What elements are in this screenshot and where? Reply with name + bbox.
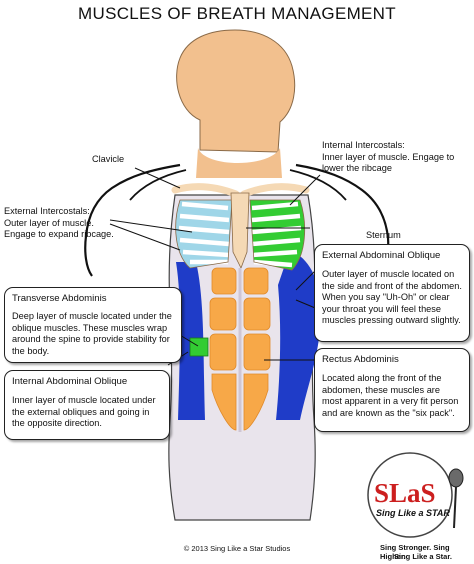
rectus-abdominis-title: Rectus Abdominis xyxy=(322,354,399,365)
copyright: © 2013 Sing Like a Star Studios xyxy=(183,544,291,553)
ribcage-left xyxy=(175,199,233,269)
logo-tagline-1: Sing Stronger. Sing Higher. xyxy=(380,543,450,561)
external-oblique-body: Outer layer of muscle located on the sid… xyxy=(322,269,462,326)
logo-tagline-2: Sing Like a Star. xyxy=(394,552,452,561)
external-oblique-title: External Abdominal Oblique xyxy=(322,250,441,261)
sternum-label: Sternum xyxy=(366,230,401,240)
transverse-abdominis-title: Transverse Abdominis xyxy=(12,293,107,304)
logo-mark: SLaS xyxy=(374,478,436,508)
external-intercostals-desc: Outer layer of muscle. Engage to expand … xyxy=(4,217,114,240)
external-oblique-box: External Abdominal Oblique Outer layer o… xyxy=(314,244,470,342)
internal-oblique-body: Inner layer of muscle located under the … xyxy=(12,395,156,429)
slas-logo xyxy=(367,452,464,538)
internal-intercostals-name: Internal Intercostals: xyxy=(322,140,405,150)
rectus-abdominis-body: Located along the front of the abdomen, … xyxy=(322,373,459,418)
oblique-right xyxy=(276,250,321,420)
transverse-abdominis-box: Transverse Abdominis Deep layer of muscl… xyxy=(4,287,182,363)
clavicle-bones xyxy=(171,183,310,198)
internal-intercostals-label: Internal Intercostals: Inner layer of mu… xyxy=(322,140,462,175)
external-intercostals-name: External Intercostals: xyxy=(4,206,90,216)
internal-oblique-title: Internal Abdominal Oblique xyxy=(12,376,128,387)
rectus-abdominis-segments xyxy=(209,267,271,431)
transverse-abdominis-body: Deep layer of muscle located under the o… xyxy=(12,311,172,356)
ribcage-right xyxy=(249,199,305,271)
rectus-abdominis-box: Rectus Abdominis Located along the front… xyxy=(314,348,470,432)
sternum-bone xyxy=(230,192,250,269)
head-and-neck xyxy=(176,29,296,178)
external-intercostals-label: External Intercostals: Outer layer of mu… xyxy=(4,206,124,241)
page-title: MUSCLES OF BREATH MANAGEMENT xyxy=(78,4,396,23)
internal-oblique-box: Internal Abdominal Oblique Inner layer o… xyxy=(4,370,170,440)
clavicle-label: Clavicle xyxy=(92,154,125,164)
transverse-abdominis-patch xyxy=(189,337,209,357)
internal-intercostals-desc: Inner layer of muscle. Engage to lower t… xyxy=(322,151,455,174)
logo-name: Sing Like a STAR xyxy=(376,508,450,518)
